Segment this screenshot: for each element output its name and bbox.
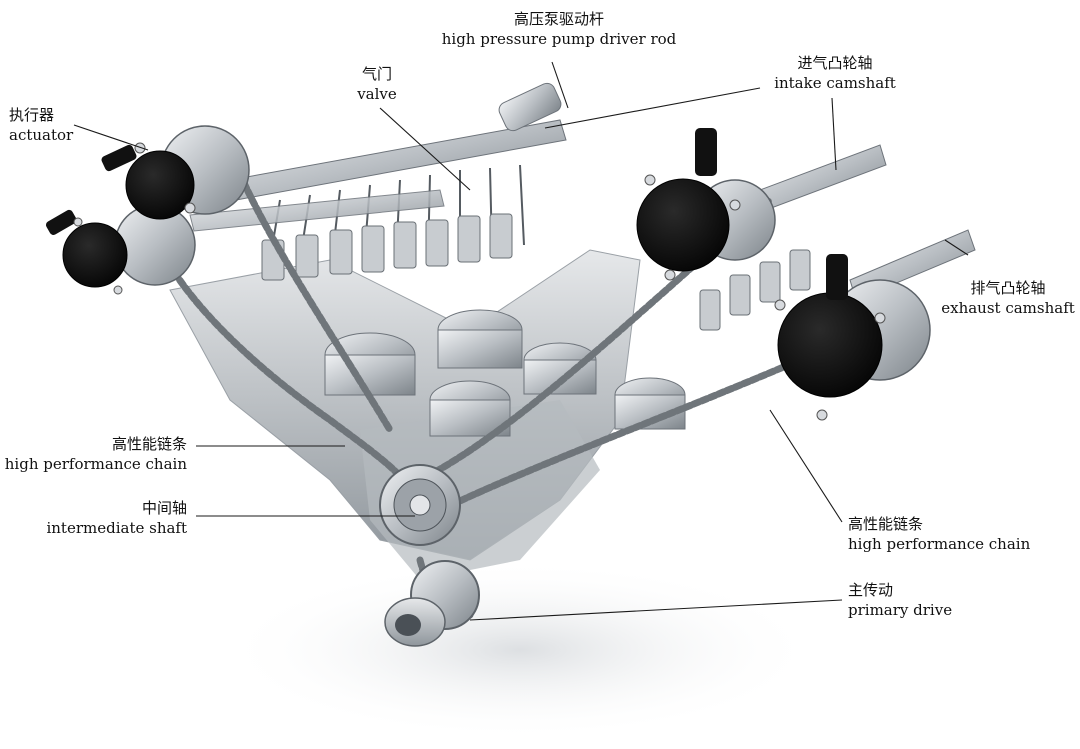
label-primary-drive-en: primary drive [848,601,953,619]
label-exhaust-camshaft: 排气凸轮轴 exhaust camshaft [941,278,1075,318]
label-actuator-zh: 执行器 [9,106,55,124]
actuator-connectors [45,128,848,300]
cover-bolts [73,142,886,421]
right-bank-springs [699,249,811,331]
label-chain-left: 高性能链条 high performance chain [5,434,187,474]
label-exhaust-camshaft-en: exhaust camshaft [941,299,1075,317]
label-intake-camshaft: 进气凸轮轴 intake camshaft [774,53,896,93]
left-camshaft-2 [189,189,445,232]
intake-camshaft [759,144,887,211]
label-valve-en: valve [357,85,397,103]
label-actuator: 执行器 actuator [9,105,73,145]
label-exhaust-camshaft-zh: 排气凸轮轴 [970,279,1046,297]
valve-spring-coils [261,213,513,281]
primary-drive [384,560,480,647]
label-pump-rod-zh: 高压泵驱动杆 [513,10,604,28]
label-valve-zh: 气门 [361,65,393,83]
label-chain-left-zh: 高性能链条 [111,435,187,453]
label-chain-right-en: high performance chain [848,535,1031,553]
intermediate-shaft-gear [379,464,461,546]
label-valve: 气门 valve [357,64,397,104]
floor-reflection [220,560,820,740]
label-intermediate-shaft-zh: 中间轴 [141,499,187,517]
label-chain-right-zh: 高性能链条 [848,515,924,533]
label-intermediate-shaft-en: intermediate shaft [46,519,187,537]
left-camshaft [229,119,567,201]
label-pump-rod: 高压泵驱动杆 high pressure pump driver rod [442,9,677,49]
label-actuator-en: actuator [9,126,74,144]
label-primary-drive: 主传动 primary drive [848,580,952,620]
pump-rod [498,82,562,132]
label-primary-drive-zh: 主传动 [848,581,894,599]
label-chain-left-en: high performance chain [4,455,187,473]
label-intermediate-shaft: 中间轴 intermediate shaft [46,498,187,538]
valve-springs [269,164,525,261]
label-intake-camshaft-en: intake camshaft [774,74,896,92]
actuator-covers [62,150,883,398]
label-chain-right: 高性能链条 high performance chain [848,514,1030,554]
label-pump-rod-en: high pressure pump driver rod [441,30,677,48]
label-intake-camshaft-zh: 进气凸轮轴 [797,54,873,72]
leader-lines [73,61,969,621]
